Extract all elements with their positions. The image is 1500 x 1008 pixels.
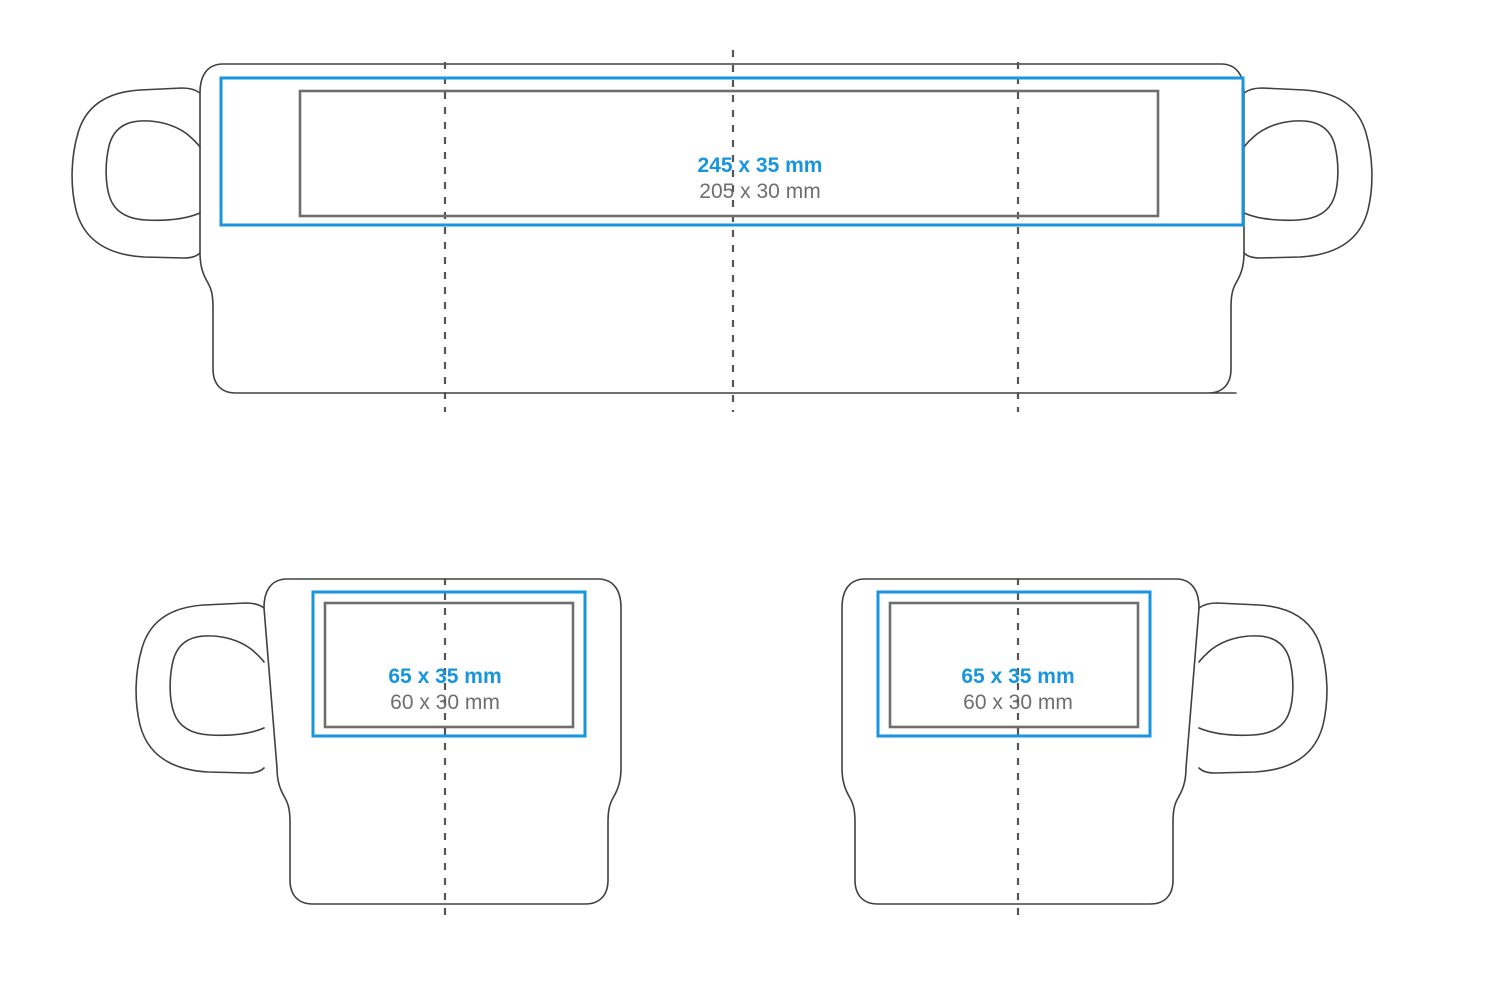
front-safe-area [323,601,575,729]
wrap-around-safe-area [298,89,1160,218]
back-handle-inner [1198,635,1294,737]
back-safe-area [888,601,1140,729]
front-view [135,578,622,922]
back-view [841,578,1328,922]
wrap-left-handle-outer [71,87,201,259]
wrap-mug-body-outline [199,63,1245,394]
front-mug-body-outline [263,578,622,905]
front-handle-outer [135,602,265,774]
wrap-around-view [71,50,1373,412]
wrap-right-handle-outer [1243,87,1373,259]
wrap-left-handle-inner [105,120,201,222]
back-print-area [876,590,1152,738]
back-mug-body-outline [841,578,1200,905]
front-handle-inner [169,635,265,737]
wrap-right-handle-inner [1243,120,1339,222]
back-handle-outer [1198,602,1328,774]
wrap-around-print-area [219,76,1245,227]
front-print-area [311,590,587,738]
